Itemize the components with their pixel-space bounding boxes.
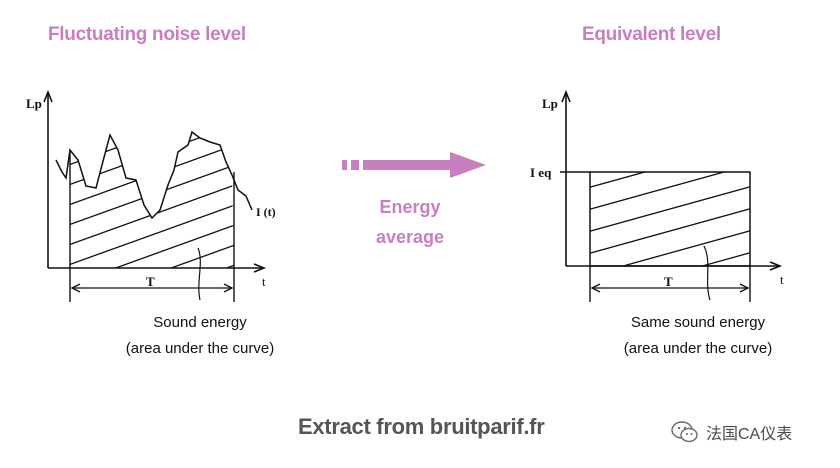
right-caption-line1: Same sound energy <box>630 314 766 331</box>
left-y-arrow <box>43 89 53 103</box>
watermark: 法国CA仪表 <box>670 420 792 444</box>
right-caption-line2: (area under the curve) <box>623 340 773 357</box>
right-equivalent-rect <box>589 171 751 267</box>
left-noise-curve <box>55 130 253 220</box>
left-y-label: Lp <box>26 96 42 111</box>
left-caption: Sound energy (area under the curve) <box>100 310 300 362</box>
source-credit: Extract from bruitparif.fr <box>298 414 545 439</box>
energy-average-line1: Energy <box>379 197 441 217</box>
left-hatch <box>70 132 234 268</box>
left-x-label: t <box>262 274 266 289</box>
left-interval-label: T <box>146 274 155 289</box>
right-interval-bounds <box>589 266 751 302</box>
left-caption-line2: (area under the curve) <box>125 340 275 357</box>
left-heading: Fluctuating noise level <box>48 24 246 45</box>
left-curve-label: I (t) <box>256 205 276 219</box>
energy-average-arrow <box>342 152 486 178</box>
left-caption-line1: Sound energy <box>153 314 247 331</box>
right-hatch <box>590 172 750 266</box>
watermark-text: 法国CA仪表 <box>706 426 793 443</box>
right-pointer-line <box>703 245 711 301</box>
right-x-label: t <box>780 272 784 287</box>
energy-average-line2: average <box>375 227 445 247</box>
right-x-arrow <box>769 261 783 271</box>
right-y-arrow <box>561 89 571 103</box>
right-y-label: Lp <box>542 96 558 111</box>
right-caption: Same sound energy (area under the curve) <box>598 310 798 362</box>
right-heading: Equivalent level <box>582 24 721 45</box>
right-level-label: I eq <box>530 165 552 180</box>
wechat-icon <box>671 421 698 443</box>
left-interval-arrow <box>70 283 234 293</box>
left-pointer-line <box>197 247 201 301</box>
energy-average-label: Energy average <box>360 192 460 252</box>
right-interval-label: T <box>664 274 673 289</box>
right-interval-arrow <box>590 283 750 293</box>
left-interval-bounds <box>69 150 235 302</box>
left-x-arrow <box>253 263 267 273</box>
right-axes <box>561 89 783 271</box>
